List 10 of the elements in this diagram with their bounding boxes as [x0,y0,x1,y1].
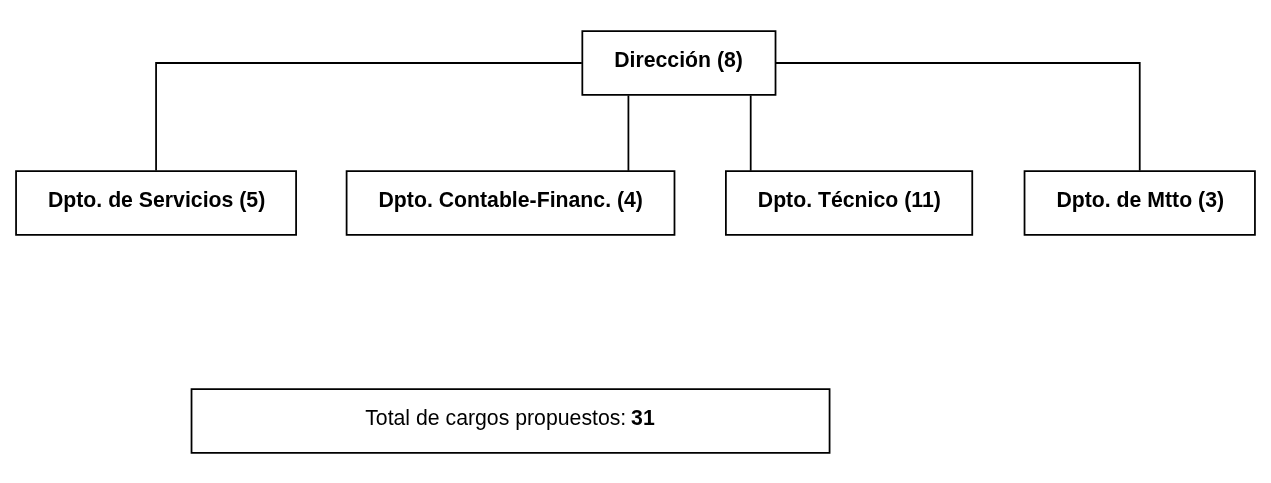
connector [155,61,583,171]
connector [749,94,752,172]
node-box: Dpto. Técnico (11) [725,169,974,236]
connector [627,94,630,172]
node-box: Total de cargos propuestos: 31 [190,387,831,454]
node-box: Dpto. Contable-Financ. (4) [345,169,676,236]
node-box: Dpto. de Servicios (5) [15,169,297,236]
node-box: Dirección (8) [581,29,777,96]
node-box: Dpto. de Mtto (3) [1023,169,1256,236]
connector [774,61,1141,171]
